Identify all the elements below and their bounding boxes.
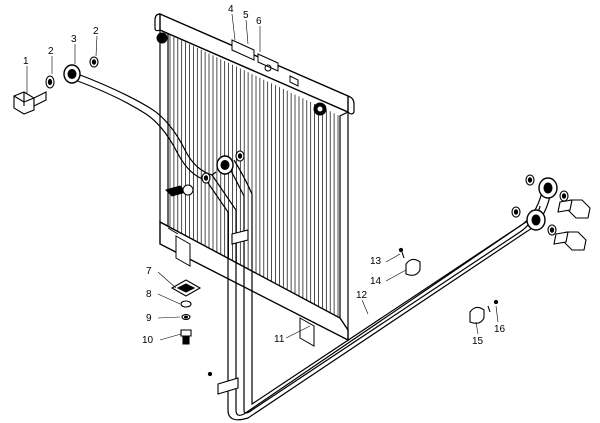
callout-label: 3 (71, 34, 77, 45)
banjo-bolt-right-lower (553, 231, 587, 251)
callout-label: 6 (256, 16, 262, 27)
pipe-clamp-upper (398, 247, 421, 276)
radiator-core (154, 12, 355, 347)
pipe-clamp-bracket (207, 371, 239, 395)
pipe-clamp-lower (469, 299, 499, 324)
callout-label: 5 (243, 10, 249, 21)
callout-label: 2 (93, 26, 99, 37)
callout-label: 9 (146, 313, 152, 324)
callout-label: 1 (23, 56, 29, 67)
callout-label: 7 (146, 266, 152, 277)
callout-label: 12 (356, 290, 368, 301)
washers (45, 56, 569, 236)
cooler-pipe-assembly (74, 72, 551, 421)
eye-fitting-center (216, 155, 234, 175)
callout-label: 13 (370, 256, 382, 267)
callout-label: 2 (48, 46, 54, 57)
eye-fitting-left (63, 64, 81, 84)
callout-label: 11 (274, 334, 285, 345)
callout-label: 16 (494, 324, 506, 335)
callout-label: 4 (228, 4, 234, 15)
banjo-bolt-left (13, 91, 47, 115)
callout-labels: 1 2 3 2 4 5 6 7 8 9 10 11 12 13 14 15 16 (23, 4, 506, 347)
callout-label: 15 (472, 336, 484, 347)
callout-leaders (26, 13, 499, 341)
pipe-clamp-mid (231, 229, 249, 245)
banjo-bolt-right-upper (557, 199, 591, 219)
callout-label: 8 (146, 289, 152, 300)
eye-fitting-right-lower (526, 209, 546, 231)
callout-label: 14 (370, 276, 382, 287)
mount-pad-stack (170, 279, 202, 345)
eye-fitting-right-upper (538, 177, 558, 199)
callout-label: 10 (142, 335, 154, 346)
